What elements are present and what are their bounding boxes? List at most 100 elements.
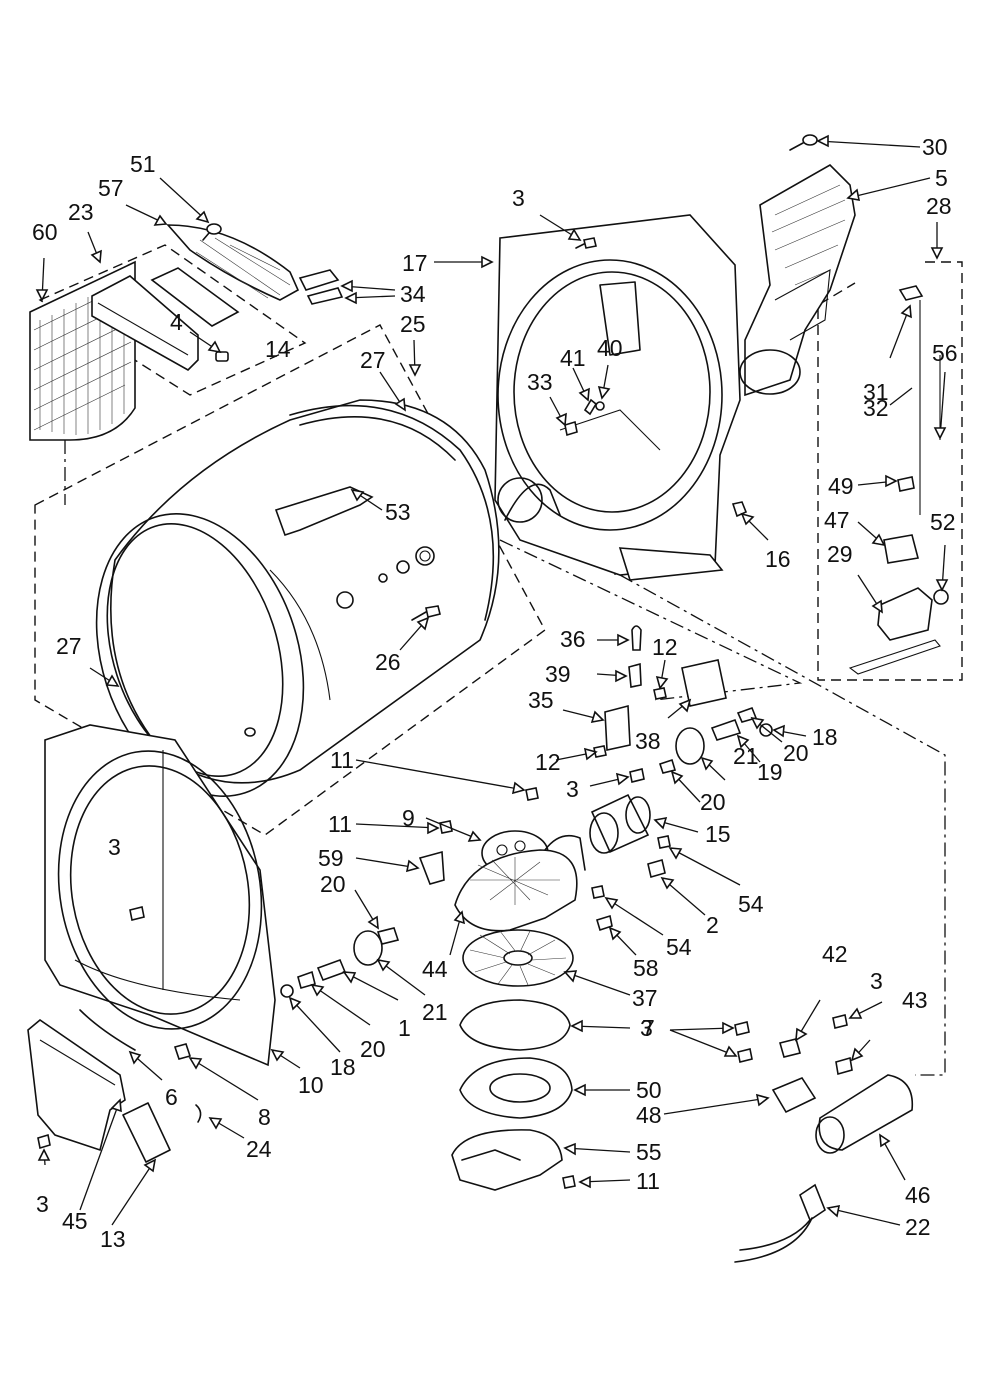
seals-34 — [298, 269, 344, 305]
drum — [95, 399, 500, 797]
roller-21b — [353, 930, 383, 966]
callout-25: 25 — [400, 311, 426, 337]
callout-21-upper: 21 — [733, 743, 759, 769]
part-49 — [897, 476, 915, 492]
callout-11-upper: 11 — [330, 747, 354, 773]
callout-33: 33 — [527, 369, 553, 395]
screw-54b — [591, 885, 605, 899]
callout-21-lower: 21 — [422, 999, 448, 1025]
callout-51: 51 — [130, 151, 156, 177]
callout-55: 55 — [636, 1139, 662, 1165]
callout-58: 58 — [633, 955, 659, 981]
callout-17: 17 — [402, 250, 428, 276]
heater-group-outline — [817, 261, 963, 681]
screw-11a — [525, 787, 539, 801]
blower-seal — [459, 999, 571, 1051]
clip — [215, 351, 229, 362]
callout-labels: 30 5 28 51 57 23 60 34 4 14 25 27 27 53 … — [32, 134, 958, 1252]
screw-3-lower — [737, 1048, 753, 1063]
drum-baffle — [274, 486, 374, 537]
callout-12-upper: 12 — [652, 634, 678, 660]
igniter-bracket-39 — [628, 662, 642, 688]
connector-line-a — [499, 539, 803, 701]
hose-24 — [195, 1104, 202, 1123]
callout-42: 42 — [822, 941, 848, 967]
bulkhead-screw — [575, 237, 597, 249]
callout-47: 47 — [824, 507, 850, 533]
bracket-35 — [604, 704, 631, 751]
callout-20-lower: 20 — [360, 1036, 386, 1062]
callout-1: 1 — [398, 1015, 411, 1041]
screw-3-lower-left — [37, 1133, 51, 1150]
callout-36: 36 — [560, 626, 586, 652]
drum-screw — [411, 605, 441, 621]
callout-37: 37 — [632, 985, 658, 1011]
screw-11b — [439, 820, 453, 834]
callout-60: 60 — [32, 219, 58, 245]
exhaust-duct — [451, 1129, 563, 1191]
callout-3-bulkhead: 3 — [512, 185, 525, 211]
screw-12b — [593, 745, 607, 758]
clip-43 — [835, 1056, 853, 1076]
lint-housing-bracket — [91, 267, 240, 371]
callout-29: 29 — [827, 541, 853, 567]
igniter-36 — [631, 625, 642, 651]
hi-limit-thermostat — [898, 285, 941, 515]
callout-24: 24 — [246, 1136, 272, 1162]
screw-30 — [789, 134, 818, 151]
callout-14: 14 — [265, 336, 291, 362]
screw-3-upper — [734, 1021, 750, 1036]
bracket-42 — [779, 1038, 801, 1058]
blower-housing — [454, 834, 586, 932]
screw-front-3 — [129, 906, 145, 921]
callout-49: 49 — [828, 473, 854, 499]
screw-54a — [657, 835, 671, 849]
callout-9: 9 — [402, 805, 415, 831]
nut-16 — [731, 501, 748, 518]
clip-58 — [596, 914, 613, 932]
callout-27-top: 27 — [360, 347, 386, 373]
callout-46: 46 — [905, 1182, 931, 1208]
nut-8 — [173, 1043, 192, 1060]
callout-52: 52 — [930, 509, 956, 535]
roller-21a — [675, 727, 705, 765]
heater-duct — [739, 164, 856, 397]
fastener-33 — [564, 420, 578, 437]
callout-44: 44 — [422, 956, 448, 982]
fastener-40 — [595, 401, 605, 411]
blower-wheel — [462, 929, 574, 987]
lint-duct — [27, 1018, 126, 1152]
callout-35: 35 — [528, 687, 554, 713]
callout-7: 7 — [642, 1015, 655, 1041]
callout-12-lower: 12 — [535, 749, 561, 775]
screw-11c — [562, 1175, 576, 1189]
callout-20-mid: 20 — [700, 789, 726, 815]
callout-20-left: 20 — [320, 871, 346, 897]
screw-3b — [629, 768, 645, 783]
callout-3-motor: 3 — [566, 776, 579, 802]
callout-32: 32 — [863, 395, 889, 421]
gasket-13 — [122, 1102, 171, 1163]
callout-45: 45 — [62, 1208, 88, 1234]
callout-39: 39 — [545, 661, 571, 687]
callout-30: 30 — [922, 134, 948, 160]
callout-16: 16 — [765, 546, 791, 572]
parts — [27, 134, 949, 1263]
callout-34: 34 — [400, 281, 426, 307]
callout-41: 41 — [560, 345, 586, 371]
callout-20-upper: 20 — [783, 740, 809, 766]
blower-cover — [459, 1057, 573, 1119]
rear-bulkhead — [494, 214, 741, 581]
callout-11-lower: 11 — [636, 1168, 660, 1194]
callout-28: 28 — [926, 193, 952, 219]
drive-motor — [589, 793, 651, 854]
callout-8: 8 — [258, 1104, 271, 1130]
connector-line-b — [619, 574, 946, 1076]
callout-3-front: 3 — [108, 834, 121, 860]
callout-40: 40 — [597, 335, 623, 361]
bracket-59 — [418, 850, 445, 885]
callout-15: 15 — [705, 821, 731, 847]
callout-27-left: 27 — [56, 633, 82, 659]
screw-3-right — [832, 1014, 848, 1029]
callout-4: 4 — [170, 309, 183, 335]
